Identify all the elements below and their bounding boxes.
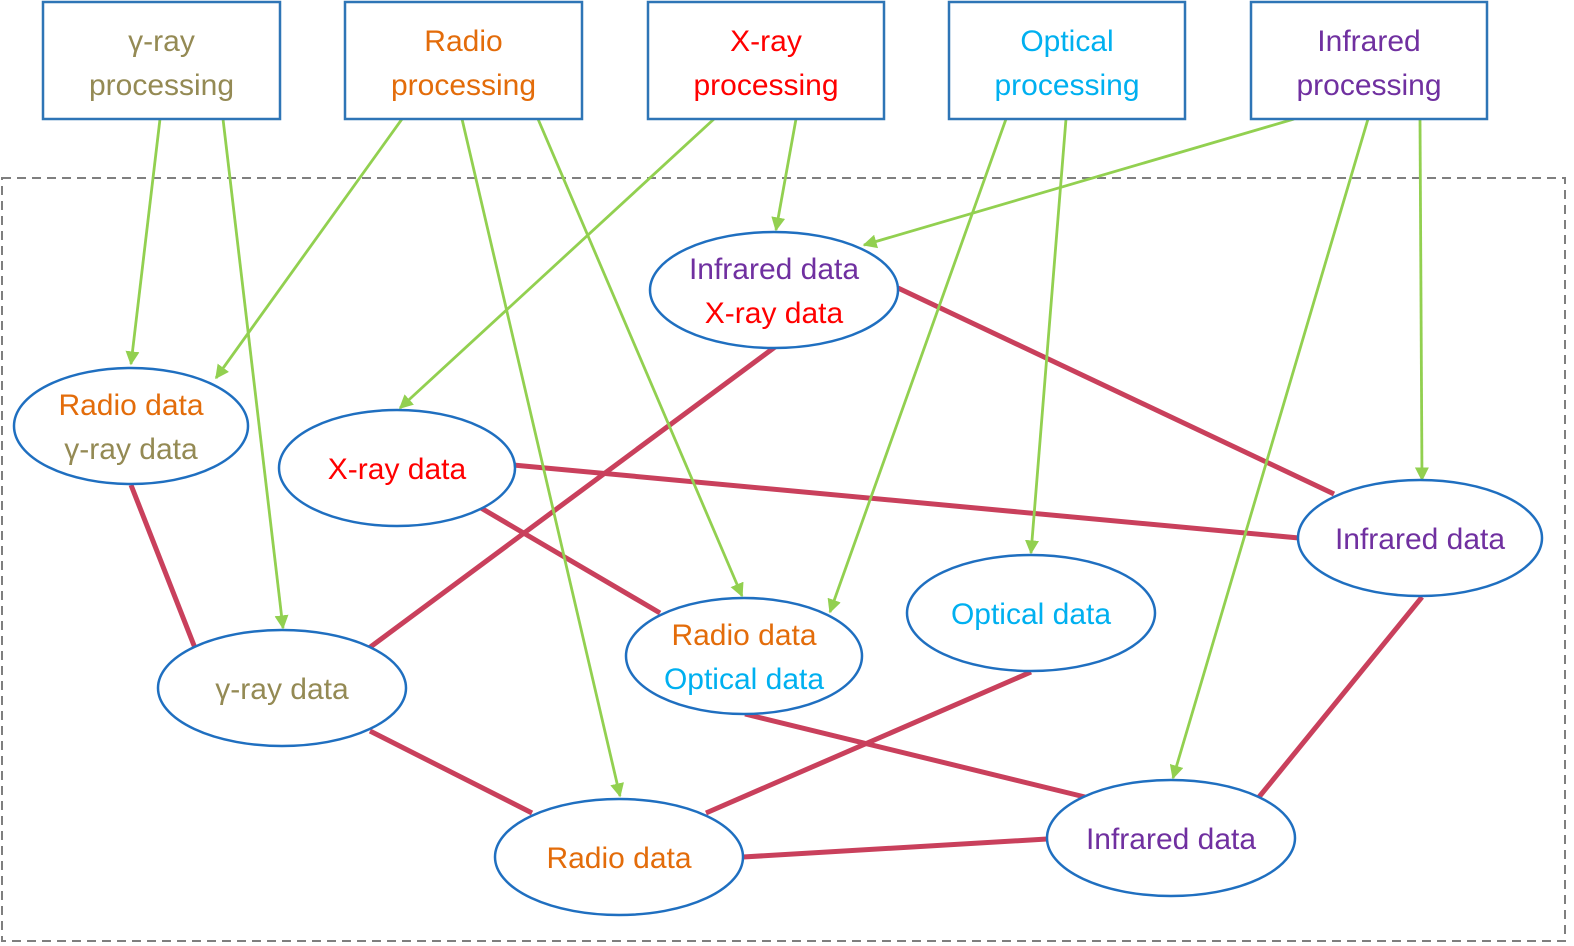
processing-label: Optical: [1020, 25, 1113, 58]
flow-arrow-optical-to-radio-optical: [827, 118, 1008, 614]
data-node-ellipse: [156, 628, 408, 748]
processing-label: processing: [391, 69, 536, 102]
link-edge-infrared-xray-to-infrared-right: [896, 285, 1336, 497]
radio-gamma-data-node[interactable]: Radio data γ-ray data: [12, 366, 250, 486]
gamma-processing-box[interactable]: γ-ray processing: [41, 0, 282, 121]
data-node-label: Infrared data: [1335, 523, 1505, 556]
flow-arrow-infrared-to-infrared-xray: [862, 117, 1295, 249]
flow-arrow-xray-to-infrared-xray: [771, 118, 798, 232]
data-storage-boundary: [1, 177, 1566, 942]
data-node-label: Infrared data: [689, 253, 859, 286]
data-node-label: X-ray data: [705, 297, 844, 330]
radio-processing-box[interactable]: Radio processing: [343, 0, 584, 121]
data-node-label: Radio data: [546, 842, 691, 875]
link-edge-xray-to-infrared-right: [512, 462, 1300, 541]
data-node-ellipse: [648, 230, 900, 350]
processing-label: X-ray: [730, 25, 802, 58]
link-edges: [128, 285, 1424, 860]
link-edge-infrared-right-to-infrared-bottom: [1257, 595, 1424, 799]
flow-arrow-radio-to-radio-optical: [536, 118, 744, 598]
data-node-ellipse: [624, 596, 864, 716]
gamma-data-node[interactable]: γ-ray data: [156, 628, 408, 748]
processing-box-frame: [1249, 0, 1489, 121]
data-node-label: Optical data: [951, 598, 1111, 631]
data-node-label: γ-ray data: [215, 673, 349, 706]
infrared-right-data-node[interactable]: Infrared data: [1296, 478, 1544, 598]
processing-label: processing: [89, 69, 234, 102]
flow-arrow-gamma-to-radio-gamma: [125, 118, 162, 366]
data-node-label: Infrared data: [1086, 823, 1256, 856]
data-node-ellipse: [1296, 478, 1544, 598]
data-node-label: Radio data: [671, 619, 816, 652]
infrared-bottom-data-node[interactable]: Infrared data: [1045, 778, 1297, 898]
link-edge-radio-to-infrared-bottom: [742, 836, 1048, 860]
processing-boxes: γ-ray processing Radio processing X-ray proce…: [41, 0, 1489, 121]
link-edge-infrared-xray-to-gamma: [367, 344, 777, 651]
flow-edges: [125, 117, 1429, 798]
processing-label: Radio: [424, 25, 502, 58]
flow-arrow-radio-to-radio: [460, 118, 624, 798]
processing-label: processing: [1296, 69, 1441, 102]
link-edge-xray-to-radio-optical: [479, 505, 662, 616]
data-node-ellipse: [1045, 778, 1297, 898]
flow-arrow-xray-to-xray: [398, 117, 715, 410]
processing-label: γ-ray: [128, 25, 195, 58]
data-node-ellipse: [277, 408, 517, 528]
processing-label: processing: [994, 69, 1139, 102]
flow-arrow-infrared-to-infrared-bottom: [1169, 118, 1370, 780]
processing-box-frame: [947, 0, 1187, 121]
processing-label: processing: [693, 69, 838, 102]
flow-arrow-gamma-to-gamma: [221, 118, 289, 630]
processing-label: Infrared: [1317, 25, 1420, 58]
infrared-processing-box[interactable]: Infrared processing: [1249, 0, 1489, 121]
data-node-label: Optical data: [664, 663, 824, 696]
processing-box-frame: [646, 0, 886, 121]
processing-box-frame: [343, 0, 584, 121]
data-node-label: γ-ray data: [64, 433, 198, 466]
xray-data-node[interactable]: X-ray data: [277, 408, 517, 528]
link-edge-radio-optical-to-infrared-bottom: [744, 711, 1086, 800]
optical-processing-box[interactable]: Optical processing: [947, 0, 1187, 121]
radio-data-node[interactable]: Radio data: [493, 797, 745, 917]
flow-arrow-optical-to-optical: [1025, 118, 1068, 555]
data-node-ellipse: [12, 366, 250, 486]
xray-processing-box[interactable]: X-ray processing: [646, 0, 886, 121]
flow-arrow-infrared-to-infrared-right: [1414, 118, 1429, 482]
optical-data-node[interactable]: Optical data: [905, 553, 1157, 673]
data-node-ellipse: [905, 553, 1157, 673]
processing-box-frame: [41, 0, 282, 121]
data-node-ellipse: [493, 797, 745, 917]
data-node-label: Radio data: [58, 389, 203, 422]
link-edge-gamma-to-radio: [368, 728, 534, 816]
link-edge-radio-gamma-to-gamma: [128, 484, 198, 649]
data-node-label: X-ray data: [328, 453, 467, 486]
flow-arrow-radio-to-radio-gamma: [214, 118, 404, 380]
